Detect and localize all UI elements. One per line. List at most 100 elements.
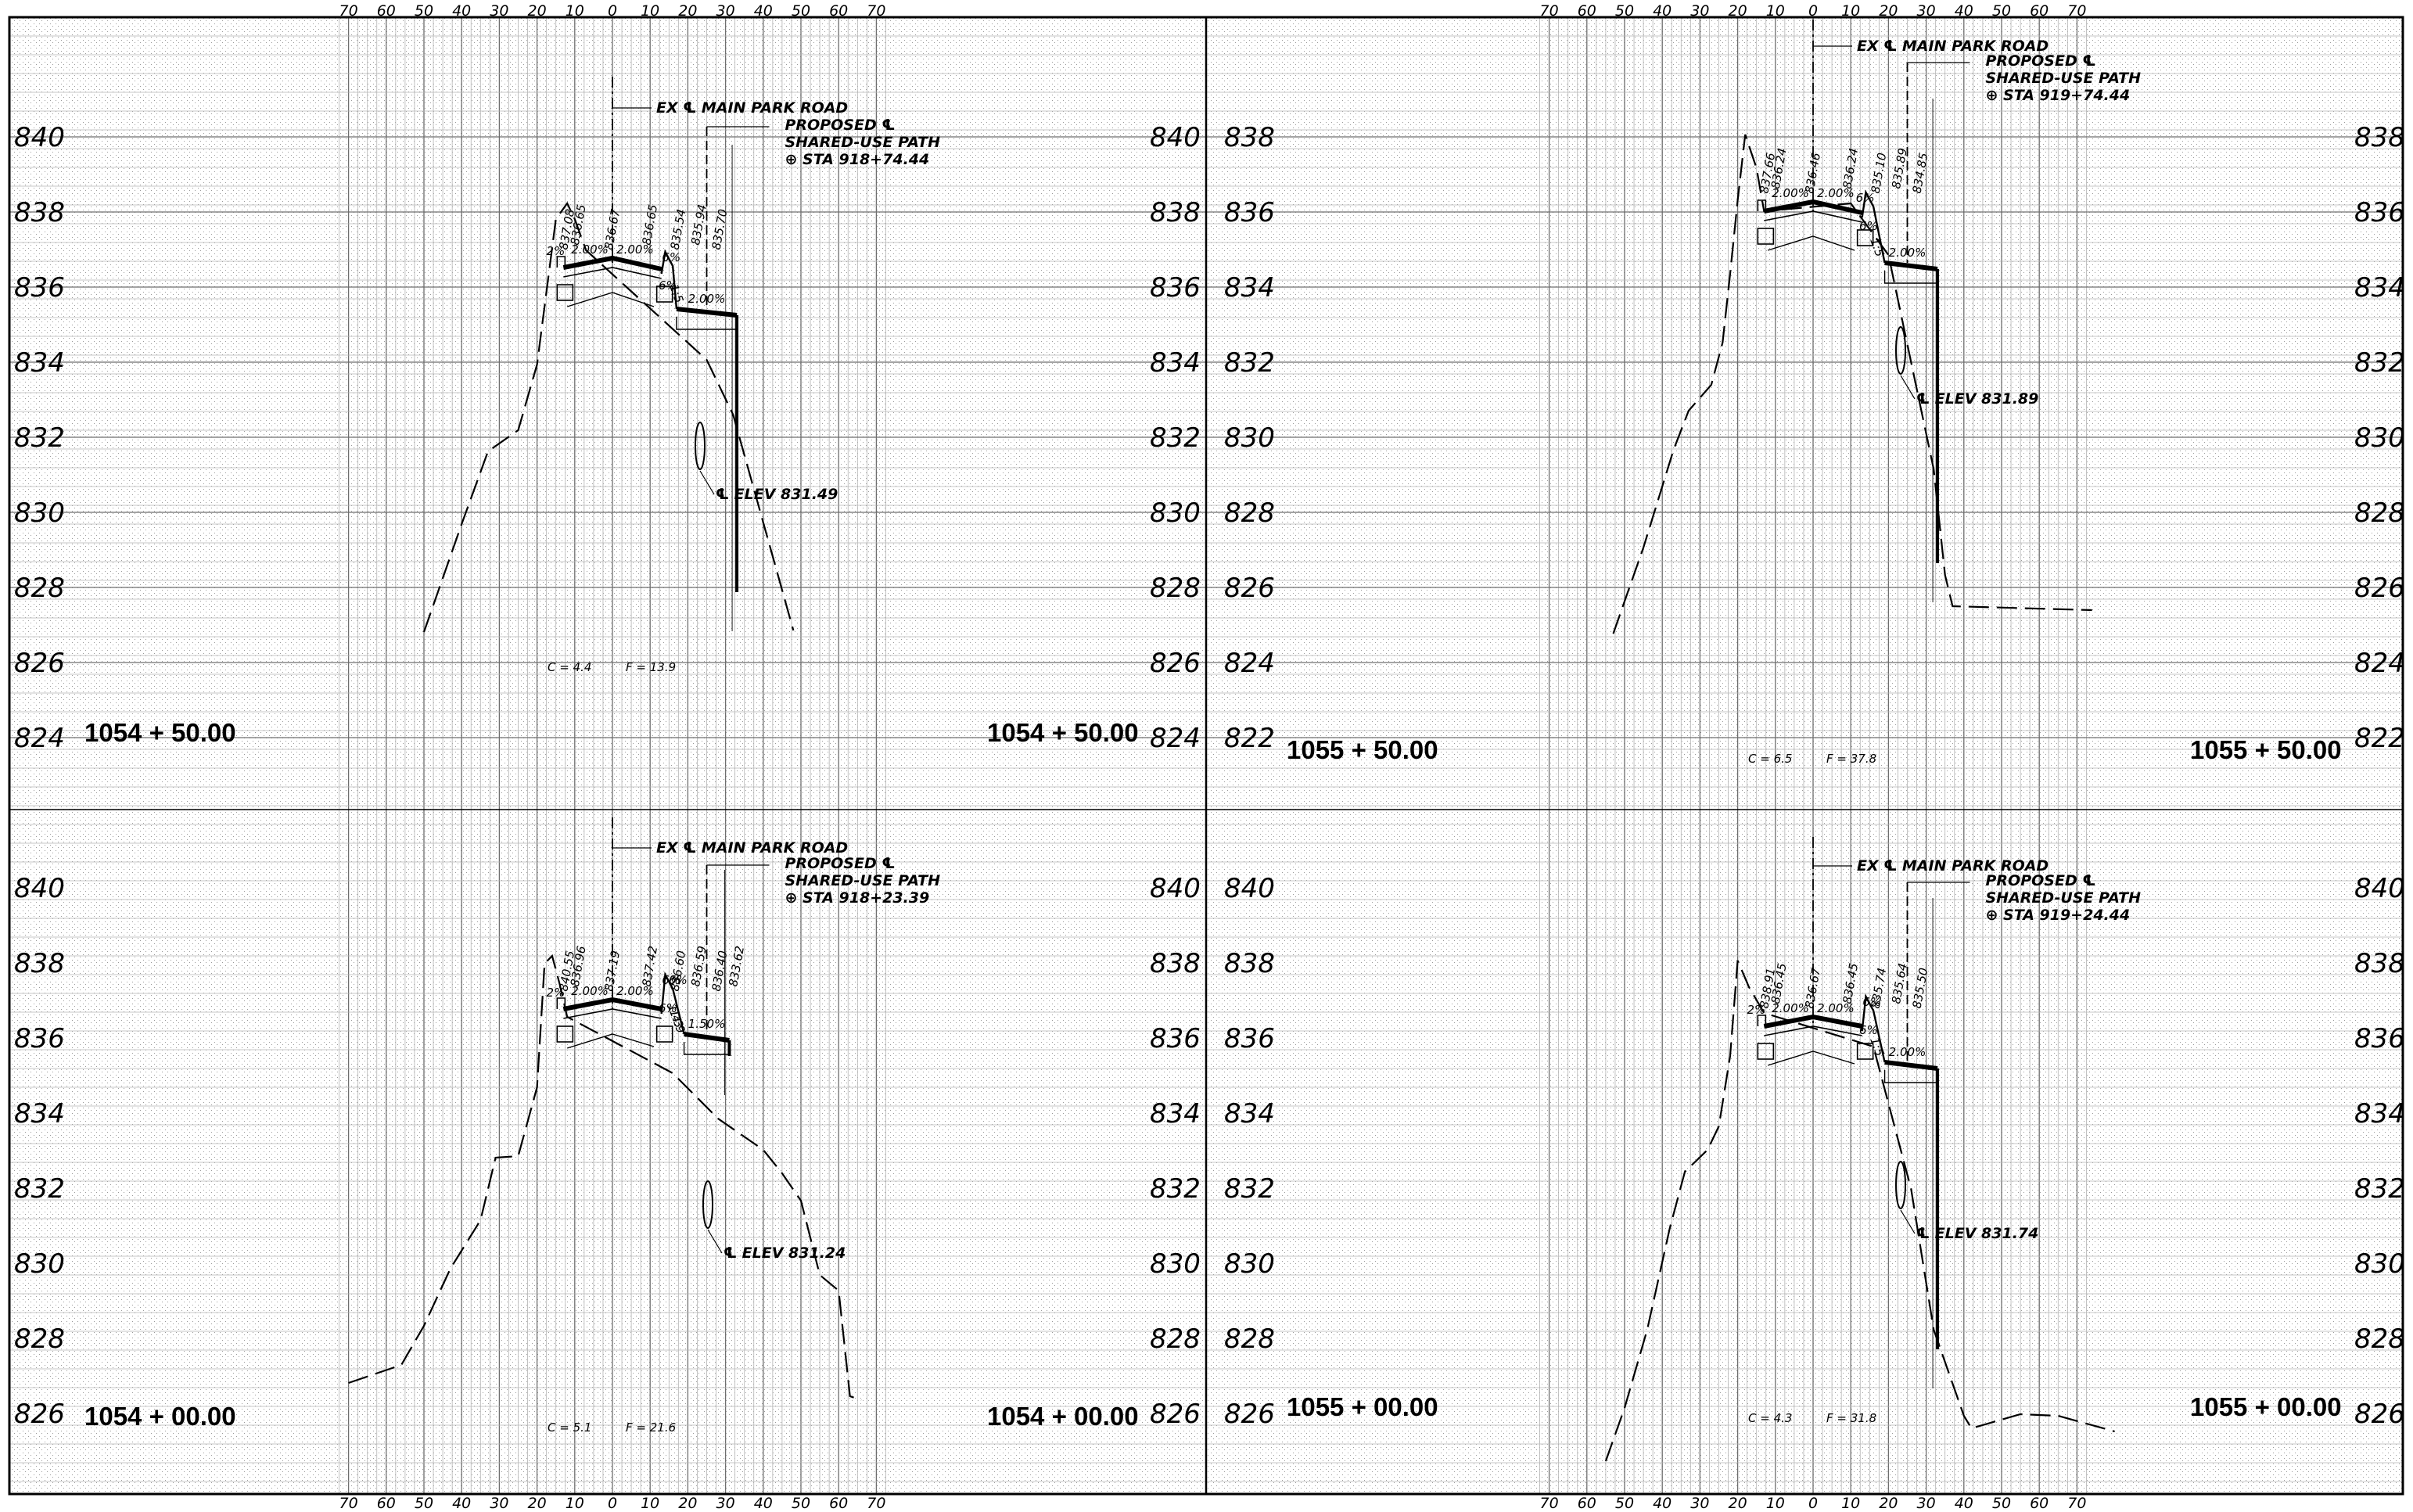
x-tick-label-top: 30 (1917, 2, 1936, 20)
path-note-line: PROPOSED ℄ (1986, 872, 2096, 889)
left-shoulder (1757, 1015, 1767, 1026)
road-centerline-note: EX ℄ MAIN PARK ROAD (656, 839, 848, 857)
x-tick-label-bottom: 70 (1540, 1495, 1559, 1512)
elevation-label-right: 826 (2354, 1399, 2405, 1430)
elevation-label-right: 836 (1150, 272, 1201, 303)
elevation-note: ℄ ELEV 831.74 (1916, 1225, 2038, 1242)
subgrade-line (1767, 1050, 1855, 1066)
x-tick-label-bottom: 60 (377, 1495, 396, 1512)
x-tick-label-bottom: 10 (641, 1495, 659, 1512)
elevation-label-left: 828 (14, 573, 65, 604)
culvert-ellipse (1895, 1161, 1906, 1209)
culvert-ellipse (702, 1180, 713, 1229)
elevation-label-right: 828 (1150, 573, 1201, 604)
elevation-label-right: 834 (1150, 347, 1201, 379)
elevation-label-right: 838 (2354, 122, 2405, 153)
station-label-right: 1055 + 00.00 (2190, 1392, 2342, 1421)
slope-label: 6% (1859, 219, 1878, 233)
elevation-label-right: 832 (1150, 422, 1201, 454)
elevation-label-right: 836 (1150, 1023, 1201, 1054)
elevation-label-right: 840 (1150, 873, 1201, 904)
elevation-label-right: 826 (1150, 648, 1201, 679)
elevation-label-left: 832 (1224, 347, 1275, 379)
right-shoulder-slope (660, 971, 685, 1035)
elevation-label-right: 838 (2354, 948, 2405, 979)
elev-leader (1900, 1209, 1916, 1234)
elevation-label-left: 828 (1224, 497, 1275, 529)
elevation-label-left: 840 (1224, 873, 1275, 904)
path-note-line: PROPOSED ℄ (1986, 52, 2096, 70)
elevation-label-right: 838 (1150, 948, 1201, 979)
shared-use-path-surface (1884, 260, 1938, 271)
elevation-label-right: 832 (2354, 1173, 2405, 1205)
x-tick-label-bottom: 60 (2030, 1495, 2049, 1512)
elevation-label-left: 834 (1224, 272, 1275, 303)
x-tick-label-top: 60 (1578, 2, 1596, 20)
x-tick-label-top: 20 (678, 2, 697, 20)
existing-ground-line (422, 201, 795, 633)
slope-label: 2.00% (1889, 1045, 1926, 1059)
x-tick-label-bottom: 10 (566, 1495, 584, 1512)
shared-use-path-surface (684, 1032, 730, 1043)
proposed-pavement (562, 255, 662, 271)
slope-label: 6% (669, 973, 688, 987)
panels: 840 838 836 834 832 830 828 826 824 840 838 836 834 8… (14, 20, 2405, 1462)
slope-label: 6% (662, 250, 680, 264)
slope-label: 2% (546, 244, 565, 258)
elevation-label-right: 828 (2354, 497, 2405, 529)
slope-label: 2.00% (616, 984, 654, 998)
x-tick-label-bottom: 30 (716, 1495, 735, 1512)
x-tick-label-top: 50 (415, 2, 433, 20)
path-note-line: SHARED-USE PATH (785, 872, 941, 889)
elevation-label-right: 830 (2354, 1248, 2405, 1280)
existing-ground-line (1612, 134, 2092, 634)
elevation-label-left: 838 (1224, 948, 1275, 979)
x-tick-label-bottom: 70 (339, 1495, 358, 1512)
slope-label: 6% (1856, 191, 1875, 205)
x-tick-label-top: 70 (867, 2, 885, 20)
station-label-left: 1054 + 50.00 (84, 718, 236, 747)
slope-label: 2.00% (1817, 1001, 1855, 1015)
elevation-label-left: 826 (14, 648, 65, 679)
x-tick-label-top: 50 (792, 2, 810, 20)
station-label-right: 1054 + 50.00 (987, 718, 1139, 747)
culvert-ellipse (1895, 326, 1906, 375)
left-curb (1757, 1043, 1775, 1060)
pavement-base (563, 1008, 662, 1019)
x-tick-label-bottom: 70 (2067, 1495, 2086, 1512)
elevation-label-right: 826 (2354, 573, 2405, 604)
right-shoulder-slope (1861, 189, 1886, 264)
x-tick-label-bottom: 10 (1766, 1495, 1785, 1512)
station-label-left: 1054 + 00.00 (84, 1402, 236, 1431)
elev-leader (699, 470, 715, 495)
elevation-label-left: 836 (14, 272, 65, 303)
elevation-label-right: 836 (2354, 197, 2405, 228)
elevation-label-right: 830 (1150, 497, 1201, 529)
elevation-label-right: 824 (2354, 648, 2405, 679)
elevation-label-left: 830 (1224, 422, 1275, 454)
x-tick-label-top: 60 (829, 2, 848, 20)
path-note-line: PROPOSED ℄ (785, 117, 896, 134)
elevation-label-right: 822 (2354, 723, 2405, 754)
elevation-label-left: 830 (1224, 1248, 1275, 1280)
x-tick-label-bottom: 20 (1729, 1495, 1747, 1512)
subgrade-line (566, 1033, 655, 1049)
elevation-label-left: 832 (14, 1173, 65, 1205)
path-base (1883, 271, 1938, 284)
path-note-line: ⊕ STA 919+74.44 (1986, 87, 2131, 104)
elevation-label-right: 840 (2354, 873, 2405, 904)
station-label-right: 1055 + 50.00 (2190, 735, 2342, 764)
elevation-label-left: 826 (1224, 1399, 1275, 1430)
path-note-line: PROPOSED ℄ (785, 855, 896, 872)
elevation-label-right: 838 (1150, 197, 1201, 228)
elevation-label-left: 840 (14, 122, 65, 153)
path-note-line: SHARED-USE PATH (1986, 70, 2142, 87)
right-curb (655, 286, 673, 303)
elevation-label-right: 830 (1150, 1248, 1201, 1280)
fill-value: F = 37.8 (1826, 752, 1876, 766)
path-base (1883, 1070, 1938, 1083)
slope-label: 6% (659, 1001, 677, 1015)
elevation-label-right: 836 (2354, 1023, 2405, 1054)
x-tick-label-top: 0 (1808, 2, 1818, 20)
elevation-label-left: 824 (1224, 648, 1275, 679)
